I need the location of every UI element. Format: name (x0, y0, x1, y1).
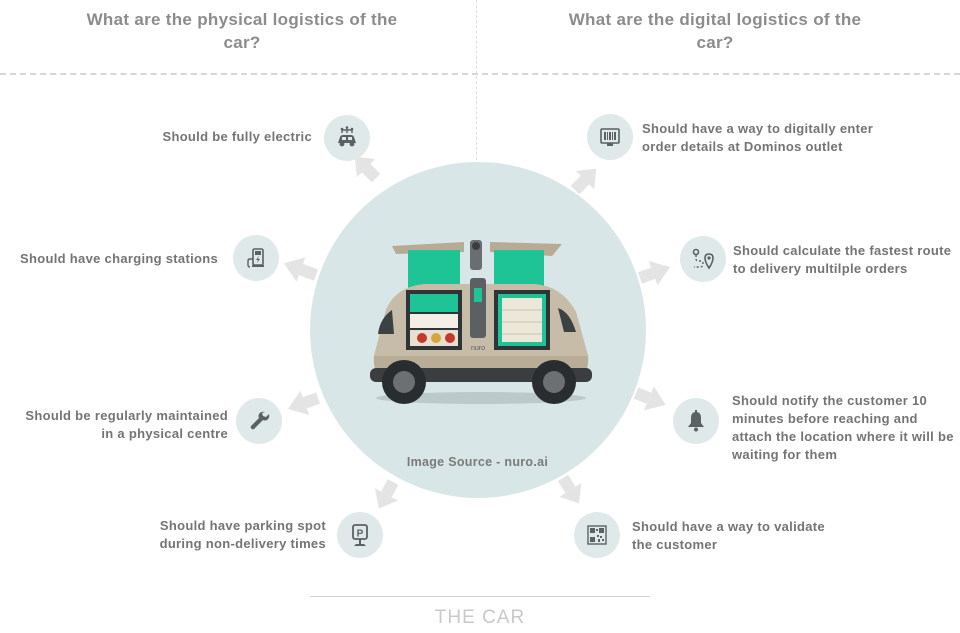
digital-item-route (680, 236, 726, 282)
physical-label-parking: Should have parking spot during non-deli… (159, 518, 326, 551)
arrow-validate (557, 474, 582, 504)
svg-text:P: P (357, 529, 364, 540)
physical-item-electric (324, 115, 370, 161)
digital-item-notify (673, 398, 719, 444)
parking-icon: P (352, 524, 368, 546)
physical-item-charging (233, 235, 279, 281)
header-divider (0, 73, 960, 75)
digital-label-notify: Should notify the customer 10 minutes be… (732, 393, 954, 462)
digital-item-validate (574, 512, 620, 558)
electric-car-icon (338, 126, 356, 147)
digital-label-validate: Should have a way to validate the custom… (632, 519, 825, 552)
digital-item-order (587, 114, 633, 160)
image-source-caption: Image Source - nuro.ai (406, 455, 549, 469)
arrow-notify (633, 386, 666, 411)
bell-icon (688, 410, 704, 432)
arrow-electric (354, 156, 381, 183)
nuro-car-image: nuro (370, 240, 592, 404)
column-divider (476, 0, 477, 165)
physical-label-charging: Should have charging stations (20, 251, 218, 266)
physical-item-parking: P (337, 512, 383, 558)
arrow-route (637, 260, 671, 286)
charging-station-icon (247, 248, 264, 268)
arrow-charging (284, 257, 319, 282)
route-icon (692, 248, 714, 270)
arrow-order (570, 168, 597, 195)
arrow-parking (374, 479, 399, 509)
arrow-maintained (287, 390, 321, 416)
footer-divider (310, 596, 650, 597)
physical-heading: What are the physical logistics of the c… (86, 10, 398, 52)
physical-label-maintained: Should be regularly maintained in a phys… (25, 408, 228, 441)
digital-heading: What are the digital logistics of the ca… (568, 10, 862, 52)
car-logo-text: nuro (471, 345, 485, 352)
qr-code-icon (587, 525, 607, 545)
digital-label-order: Should have a way to digitally enter ord… (642, 121, 874, 154)
digital-label-route: Should calculate the fastest route to de… (733, 243, 952, 276)
order-terminal-icon (600, 128, 620, 146)
physical-label-electric: Should be fully electric (162, 129, 312, 144)
footer-title: THE CAR (434, 607, 526, 628)
wrench-icon (250, 411, 270, 430)
physical-item-maintained (236, 398, 282, 444)
